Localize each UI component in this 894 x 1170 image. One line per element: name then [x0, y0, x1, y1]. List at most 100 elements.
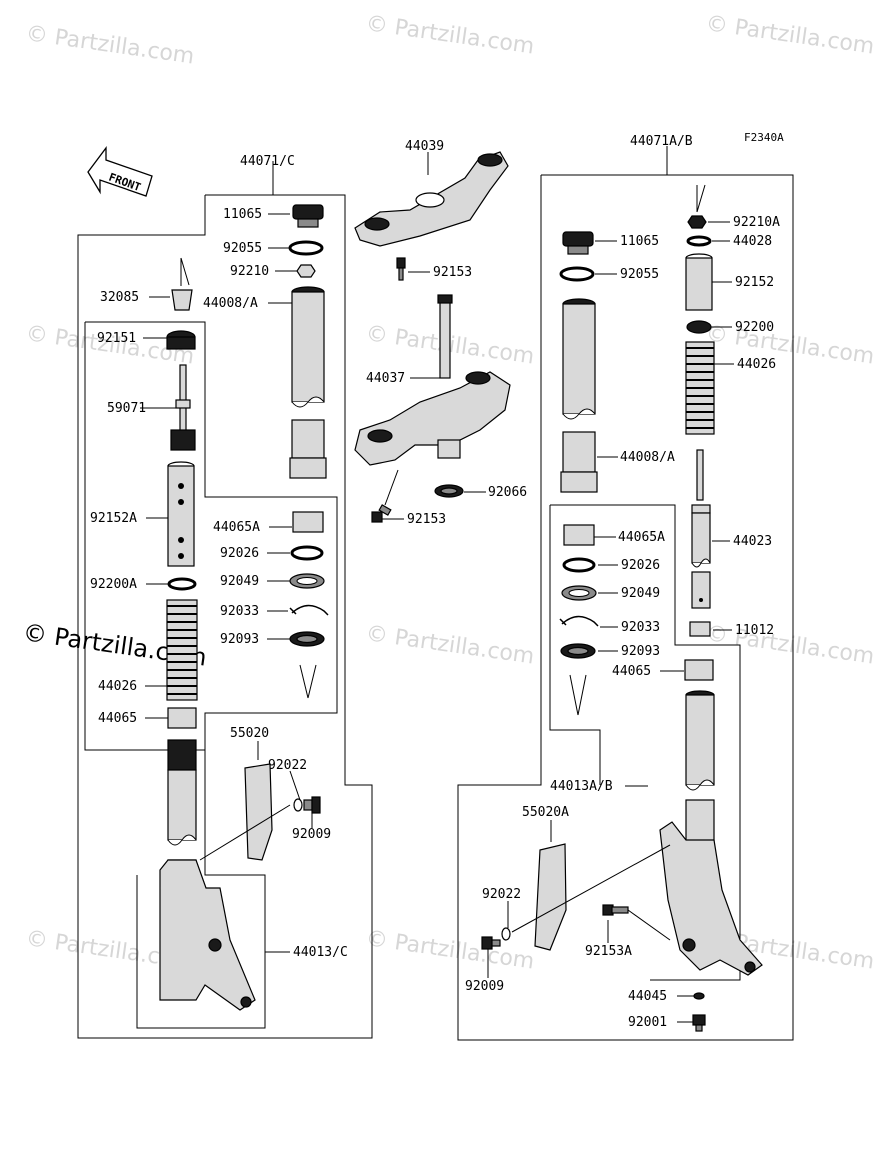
nut-icon	[687, 215, 707, 229]
right-fork-boxes	[457, 174, 794, 1041]
part-label-92153a: 92153A	[585, 944, 632, 959]
watermark: © Partzilla.com	[364, 11, 536, 59]
oil-seal-icon	[289, 573, 325, 589]
part-label-92200a: 92200A	[90, 577, 137, 592]
part-label-92153-top: 92153	[433, 265, 472, 280]
oil-lock-icon	[689, 621, 711, 637]
bushing-icon	[563, 524, 595, 546]
part-label-92009: 92009	[292, 827, 331, 842]
washer-icon	[167, 577, 197, 591]
bushing-icon	[292, 511, 324, 533]
washer-icon	[686, 320, 712, 334]
center-parts	[354, 151, 511, 523]
part-label-92022-r: 92022	[482, 887, 521, 902]
washer-icon	[693, 992, 705, 1000]
oil-seal-icon	[561, 585, 597, 601]
washer-icon	[293, 798, 303, 812]
spring-icon	[166, 599, 198, 701]
watermark: © Partzilla.com	[704, 11, 876, 59]
part-label-44026: 44026	[98, 679, 137, 694]
part-label-44065: 44065	[98, 711, 137, 726]
cap-bolt-icon	[292, 204, 324, 228]
part-label-44045: 44045	[628, 989, 667, 1004]
inner-tube-icon	[560, 298, 598, 493]
collar-tube-icon	[167, 461, 195, 567]
part-label-44071c: 44071/C	[240, 154, 295, 169]
right-callouts: 44071A/B 11065 92055 92210A 44028 92152 …	[465, 134, 780, 1030]
washer-icon	[290, 545, 324, 561]
part-label-44071ab: 44071A/B	[630, 134, 693, 149]
watermark: © Partzilla.com	[364, 621, 536, 669]
damper-rod-icon	[691, 449, 711, 609]
bushing-icon	[167, 707, 197, 729]
damper-rod-icon	[170, 364, 196, 451]
part-label-92200: 92200	[735, 320, 774, 335]
part-label-92055-r: 92055	[620, 267, 659, 282]
washer-icon	[562, 557, 596, 573]
part-label-55020a: 55020A	[522, 805, 569, 820]
part-label-92152a: 92152A	[90, 511, 137, 526]
part-label-11065-r: 11065	[620, 234, 659, 249]
part-label-44028: 44028	[733, 234, 772, 249]
cap-icon	[171, 289, 193, 311]
outer-tube-icon	[659, 690, 763, 976]
part-label-11065: 11065	[223, 207, 262, 222]
part-label-92210: 92210	[230, 264, 269, 279]
part-label-59071: 59071	[107, 401, 146, 416]
left-fork-parts	[159, 204, 329, 1011]
part-label-92049-r: 92049	[621, 586, 660, 601]
part-label-92033: 92033	[220, 604, 259, 619]
part-label-44026-r: 44026	[737, 357, 776, 372]
front-arrow-icon: FRONT	[87, 146, 153, 197]
outer-tube-icon	[159, 739, 256, 1011]
left-callouts: 44071/C 11065 92055 92210 32085 44008/A …	[90, 154, 348, 960]
watermark: © Partzilla.com	[24, 21, 196, 69]
part-label-44039: 44039	[405, 139, 444, 154]
part-label-92001: 92001	[628, 1015, 667, 1030]
right-fork-parts	[481, 184, 763, 1032]
washer-icon	[501, 927, 511, 941]
part-label-44065-r: 44065	[612, 664, 651, 679]
o-ring-icon	[288, 240, 324, 256]
part-label-92151: 92151	[97, 331, 136, 346]
part-label-11012: 11012	[735, 623, 774, 638]
ring-icon	[686, 235, 712, 247]
watermark: © Partzilla.com	[704, 321, 876, 369]
dust-seal-icon	[289, 631, 325, 647]
part-label-44065a: 44065A	[213, 520, 260, 535]
circlip-icon	[559, 615, 599, 627]
part-label-92009-r: 92009	[465, 979, 504, 994]
part-label-92093: 92093	[220, 632, 259, 647]
spring-icon	[685, 341, 715, 435]
part-label-92153-mid: 92153	[407, 512, 446, 527]
stem-seal-icon	[434, 484, 464, 498]
part-label-92210a: 92210A	[733, 215, 780, 230]
fork-guard-icon	[244, 763, 273, 861]
part-label-44013c: 44013/C	[293, 945, 348, 960]
part-label-92049: 92049	[220, 574, 259, 589]
o-ring-icon	[559, 266, 595, 282]
fork-guard-icon	[534, 843, 567, 951]
part-label-44013ab: 44013A/B	[550, 779, 613, 794]
center-callouts: 44039 92153 44037 92066 92153	[366, 139, 527, 527]
diagram-code: F2340A	[744, 131, 784, 144]
part-label-32085: 32085	[100, 290, 139, 305]
cap-bolt-icon	[562, 231, 594, 255]
inner-tube-icon	[289, 286, 327, 479]
part-label-92055: 92055	[223, 241, 262, 256]
circlip-icon	[289, 604, 329, 616]
bolt-icon	[303, 796, 321, 814]
part-label-92066: 92066	[488, 485, 527, 500]
nut-icon	[296, 264, 316, 278]
bolt-icon	[396, 257, 406, 281]
bushing-icon	[684, 659, 714, 681]
part-label-92026: 92026	[220, 546, 259, 561]
steering-stem-icon	[354, 294, 511, 466]
part-label-44023: 44023	[733, 534, 772, 549]
part-label-44065a-r: 44065A	[618, 530, 665, 545]
upper-bracket-icon	[354, 151, 509, 247]
part-label-44008a-r: 44008/A	[620, 450, 675, 465]
part-label-92152: 92152	[735, 275, 774, 290]
part-label-92033-r: 92033	[621, 620, 660, 635]
